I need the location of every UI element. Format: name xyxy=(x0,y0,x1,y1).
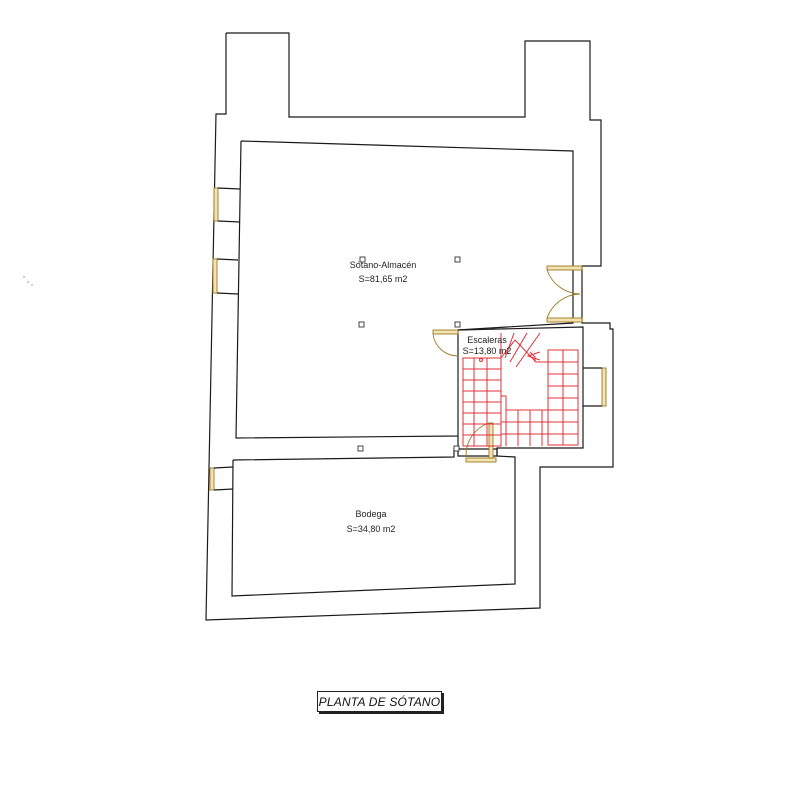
right-door-leaf-top xyxy=(546,265,583,271)
left-window-lower xyxy=(212,258,218,294)
bodega-door-leaf xyxy=(488,422,494,462)
left-window-bodega-jamb-2 xyxy=(213,488,234,491)
room-name-sotano-almacen: Sótano-Almacén xyxy=(350,260,417,270)
outer-wall xyxy=(205,32,614,621)
column xyxy=(357,445,364,452)
left-window-bodega xyxy=(209,467,215,491)
room-name-bodega: Bodega xyxy=(355,509,386,519)
right-window-stairs xyxy=(601,367,607,407)
room-sotano-almacen-outline xyxy=(235,140,574,439)
room-area-bodega: S=34,80 m2 xyxy=(347,524,396,534)
room-bodega-outline xyxy=(231,448,516,597)
column xyxy=(358,321,365,328)
right-door-swing-top xyxy=(546,269,581,295)
left-window-lower-jamb-2 xyxy=(216,292,239,295)
bodega-door-threshold xyxy=(465,457,497,463)
scan-speck xyxy=(31,284,33,286)
left-window-upper-jamb xyxy=(217,187,241,190)
left-window-lower-jamb xyxy=(216,258,239,261)
column xyxy=(453,445,460,452)
room-escaleras-outline xyxy=(457,326,584,457)
stair-door-swing xyxy=(432,333,459,357)
plan-title: PLANTA DE SÓTANO xyxy=(317,691,442,712)
column xyxy=(359,256,366,263)
room-area-sotano-almacen: S=81,65 m2 xyxy=(359,274,408,284)
left-window-upper xyxy=(213,187,219,222)
staircase xyxy=(462,332,579,447)
stair-door-leaf xyxy=(432,329,459,335)
scan-speck xyxy=(23,276,25,278)
scan-speck xyxy=(27,281,29,283)
bodega-door-swing xyxy=(465,422,490,457)
room-area-escaleras: S=13,80 m2 xyxy=(463,346,512,356)
column xyxy=(454,256,461,263)
right-door-swing-bottom xyxy=(546,293,581,319)
left-window-upper-jamb-2 xyxy=(217,220,241,223)
left-window-bodega-jamb xyxy=(213,466,234,469)
column xyxy=(454,321,461,328)
right-door-leaf-bottom xyxy=(546,317,583,323)
room-name-escaleras: Escaleras xyxy=(467,335,507,345)
